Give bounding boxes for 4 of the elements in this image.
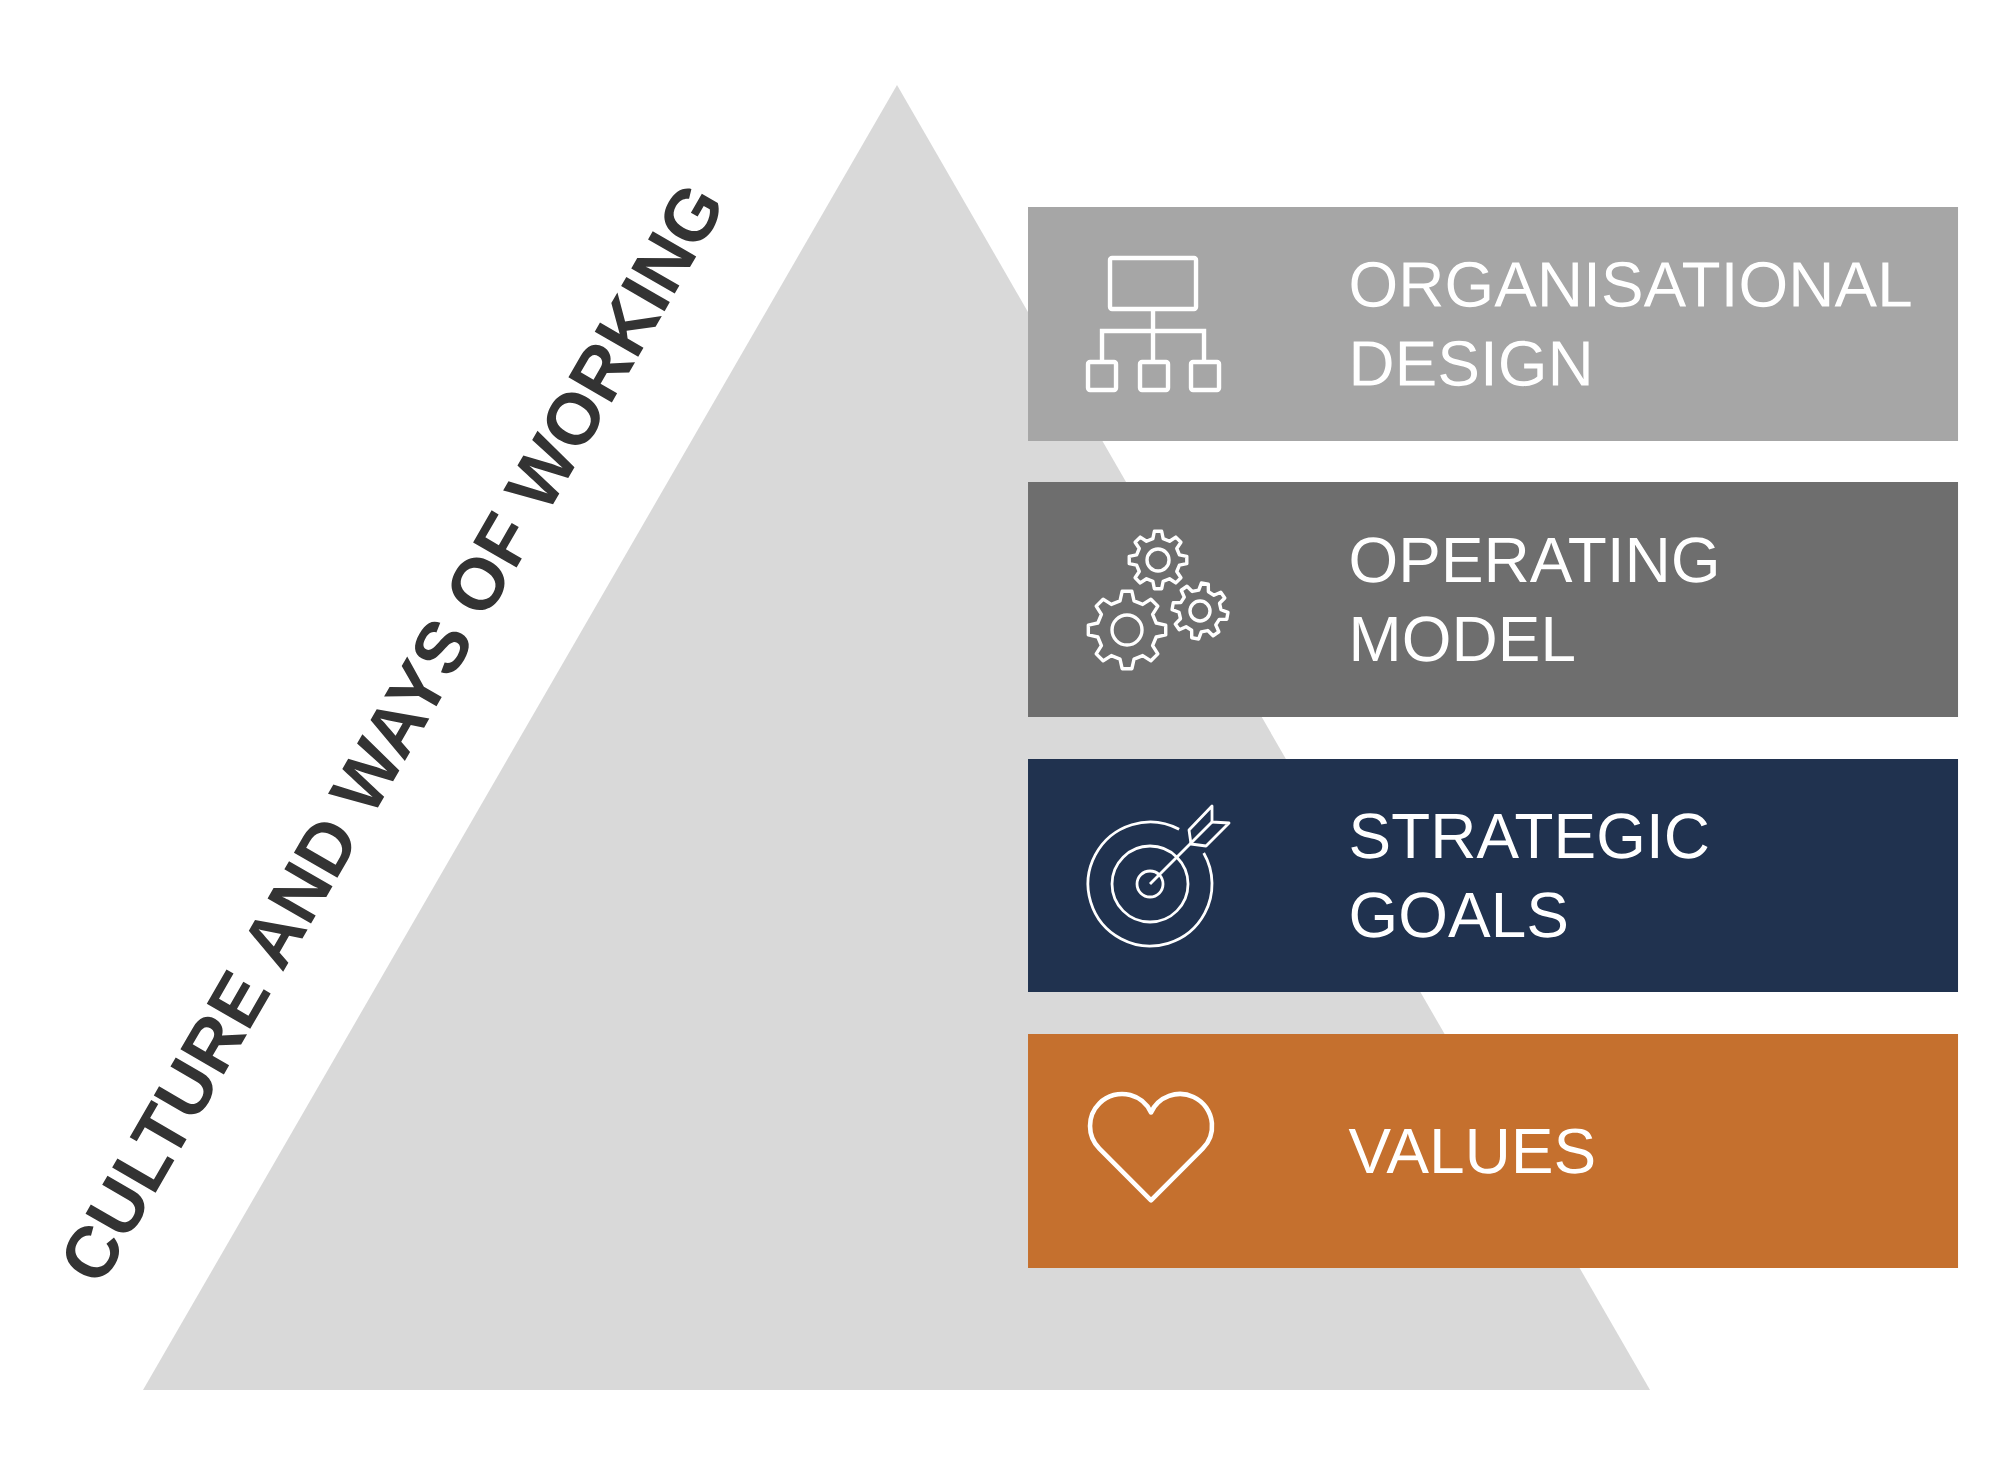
layer-box: OPERATING MODEL xyxy=(1028,482,1959,717)
layer-box: VALUES xyxy=(1028,1034,1959,1268)
layer-box: ORGANISATIONAL DESIGN xyxy=(1028,207,1959,441)
layer-box: STRATEGIC GOALS xyxy=(1028,759,1959,992)
